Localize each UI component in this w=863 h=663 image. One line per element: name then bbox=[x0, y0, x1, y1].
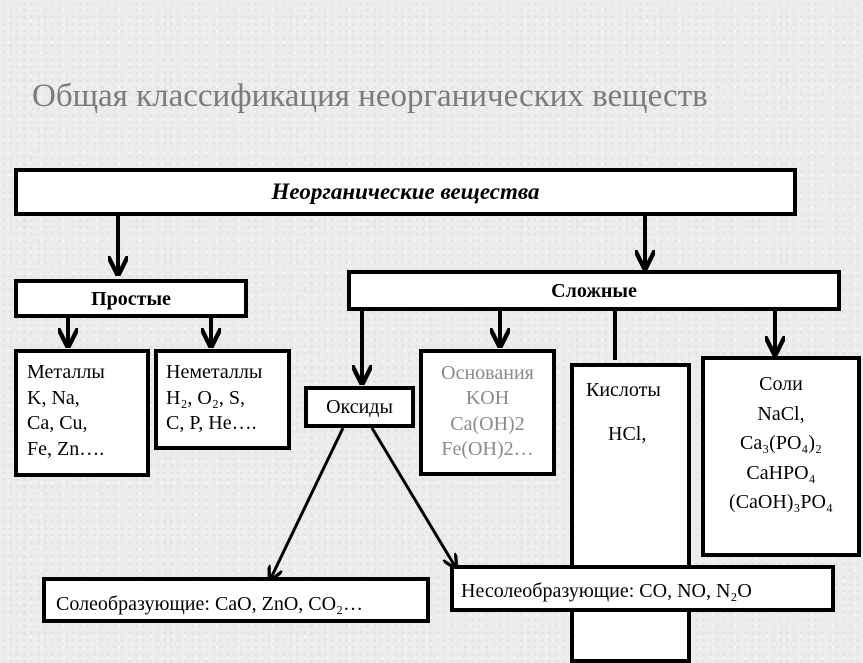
salts-line-4: CaHPO₄ bbox=[746, 461, 816, 484]
bases-box: Основания KOH Ca(OH)2 Fe(OH)2… bbox=[419, 349, 556, 476]
salts-line-5: (CaOH)₃PO₄ bbox=[729, 491, 833, 514]
nonmetals-line-2: H₂, O₂, S, bbox=[166, 386, 245, 409]
salt-forming-oxides-label: Солеобразующие: CaO, ZnO, CO₂… bbox=[56, 593, 364, 615]
oxides-box: Оксиды bbox=[304, 386, 415, 428]
page-title: Общая классификация неорганических вещес… bbox=[32, 78, 708, 114]
acids-example: HCl, bbox=[608, 423, 647, 445]
root-box: Неорганические вещества bbox=[14, 168, 797, 216]
bases-line-2: KOH bbox=[465, 387, 510, 410]
metals-box: Металлы K, Na, Ca, Cu, Fe, Zn…. bbox=[14, 349, 150, 477]
salts-line-3: Ca₃(PO₄)₂ bbox=[739, 432, 823, 455]
bases-line-1: Основания bbox=[441, 362, 534, 384]
nonmetals-line-1: Неметаллы bbox=[166, 361, 263, 383]
nonmetals-box: Неметаллы H₂, O₂, S, C, P, He…. bbox=[154, 349, 291, 450]
bases-line-3: Ca(OH)2 bbox=[450, 412, 525, 435]
root-label: Неорганические вещества bbox=[271, 179, 540, 205]
nonmetals-line-3: C, P, He…. bbox=[166, 412, 257, 435]
metals-line-3: Ca, Cu, bbox=[27, 412, 88, 435]
metals-line-4: Fe, Zn…. bbox=[27, 437, 105, 460]
salt-forming-oxides-box: Солеобразующие: CaO, ZnO, CO₂… bbox=[42, 577, 430, 623]
connector-arrows bbox=[0, 214, 863, 645]
salts-box: Соли NaCl, Ca₃(PO₄)₂ CaHPO₄ (CaOH)₃PO₄ bbox=[701, 356, 861, 557]
salts-line-1: Соли bbox=[759, 373, 803, 395]
acids-label: Кислоты bbox=[586, 379, 661, 401]
arrow-oxides-to-non-salt-forming bbox=[370, 427, 456, 568]
salts-line-2: NaCl, bbox=[757, 402, 805, 425]
arrow-oxides-to-salt-forming bbox=[270, 427, 345, 580]
non-salt-forming-oxides-box: Несолеобразующие: CO, NO, N₂O bbox=[450, 565, 835, 612]
non-salt-forming-oxides-label: Несолеобразующие: CO, NO, N₂O bbox=[461, 580, 752, 602]
metals-line-1: Металлы bbox=[27, 361, 105, 383]
bases-line-4: Fe(OH)2… bbox=[441, 438, 534, 461]
complex-label: Сложные bbox=[551, 279, 637, 302]
simple-label: Простые bbox=[91, 287, 171, 310]
metals-line-2: K, Na, bbox=[27, 386, 80, 409]
complex-box: Сложные bbox=[347, 270, 841, 311]
classification-diagram: Общая классификация неорганических вещес… bbox=[0, 78, 863, 663]
simple-box: Простые bbox=[14, 279, 248, 318]
oxides-label: Оксиды bbox=[326, 396, 393, 418]
acids-box: Кислоты HCl, bbox=[570, 363, 691, 663]
